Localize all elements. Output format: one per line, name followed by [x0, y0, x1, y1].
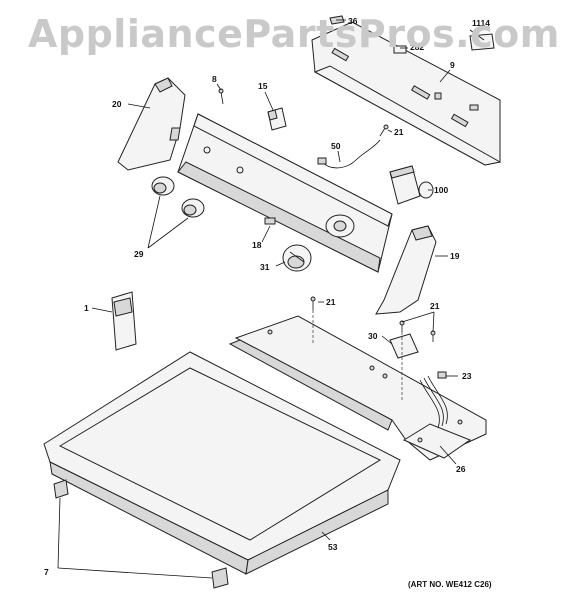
- callout-31: 31: [260, 262, 270, 272]
- callout-21-top: 21: [394, 127, 404, 137]
- part-7-hinge-left[interactable]: [53, 479, 69, 499]
- callout-1114: 1114: [472, 18, 490, 28]
- callout-53: 53: [328, 542, 338, 552]
- callout-18: 18: [252, 240, 262, 250]
- part-23-wire-harness[interactable]: [419, 371, 448, 429]
- part-26-rear-frame[interactable]: [228, 315, 487, 461]
- callout-19: 19: [450, 251, 460, 261]
- callout-20: 20: [112, 99, 122, 109]
- part-53-main-top[interactable]: [43, 351, 401, 575]
- callout-8: 8: [212, 74, 217, 84]
- watermark: AppliancePartsPros.com: [28, 12, 560, 56]
- part-18-control-panel[interactable]: [177, 113, 393, 273]
- callout-26: 26: [456, 464, 466, 474]
- part-30-switch[interactable]: [389, 333, 419, 359]
- callout-282: 282: [410, 42, 424, 52]
- callout-50: 50: [331, 141, 341, 151]
- part-19-right-end-cap[interactable]: [375, 225, 437, 315]
- part-7-hinge-right[interactable]: [211, 567, 229, 589]
- alignment-lines: [312, 310, 403, 400]
- callout-15: 15: [258, 81, 268, 91]
- part-8-screw[interactable]: [218, 88, 224, 105]
- callout-36: 36: [348, 16, 358, 26]
- part-31-timer-knob[interactable]: [282, 244, 312, 272]
- part-21-screw-mid[interactable]: [310, 296, 316, 310]
- callout-1: 1: [84, 303, 89, 313]
- callout-23: 23: [462, 371, 472, 381]
- part-21-screw-top[interactable]: [379, 124, 389, 137]
- part-21-screws-right[interactable]: [399, 320, 436, 342]
- part-9-backsplash-panel[interactable]: [311, 21, 502, 166]
- callout-100: 100: [434, 185, 448, 195]
- callout-labels: 36 1114 282 9 8 15 20 21 50 100 29 18 19…: [44, 16, 492, 589]
- part-29-knob-lower[interactable]: [181, 198, 205, 218]
- callout-29: 29: [134, 249, 144, 259]
- callout-9: 9: [450, 60, 455, 70]
- callout-30: 30: [368, 331, 378, 341]
- part-15-switch[interactable]: [267, 107, 287, 131]
- part-1-owners-manual[interactable]: [111, 291, 137, 351]
- leader-lines: [57, 19, 485, 579]
- callout-21-right: 21: [430, 301, 440, 311]
- part-1114-bracket[interactable]: [469, 33, 495, 51]
- part-50-wire-harness[interactable]: [317, 139, 381, 169]
- callout-7: 7: [44, 567, 49, 577]
- part-282-label[interactable]: [393, 45, 407, 54]
- part-20-left-end-cap[interactable]: [117, 77, 186, 171]
- art-number: (ART NO. WE412 C26): [408, 580, 492, 589]
- part-100-timer[interactable]: [389, 165, 434, 205]
- callout-21-mid: 21: [326, 297, 336, 307]
- part-29-knob-upper[interactable]: [151, 176, 175, 196]
